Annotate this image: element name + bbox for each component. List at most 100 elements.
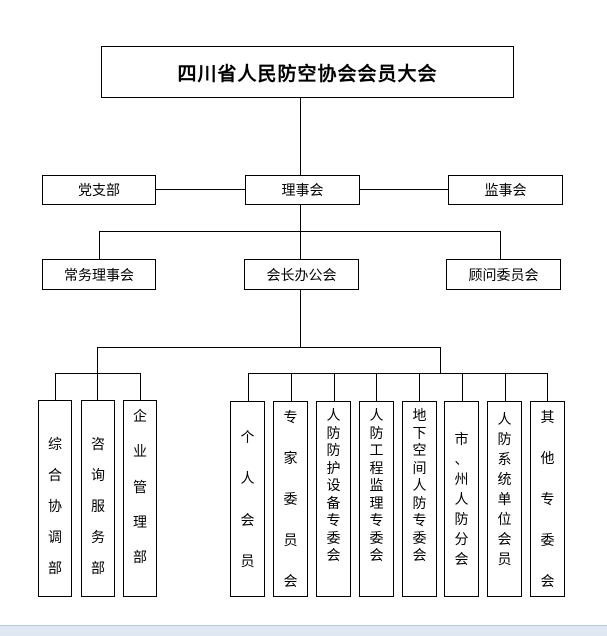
committee-3-char: 委 <box>326 530 341 547</box>
connector-party-to-council <box>155 189 246 190</box>
committee-8-char: 委 <box>540 533 555 549</box>
general-assembly-box: 四川省人民防空协会会员大会 <box>101 46 514 98</box>
committee-6-char: 防 <box>454 512 469 528</box>
committee-3-char: 会 <box>326 548 341 564</box>
connector-office-down <box>300 289 301 348</box>
party-branch-box: 党支部 <box>42 175 156 205</box>
committee-8-char: 他 <box>540 451 555 467</box>
left-drop-1 <box>55 373 56 401</box>
committee-3-char: 设 <box>326 478 341 494</box>
committee-1-char: 员 <box>240 553 255 570</box>
department-2-char: 部 <box>91 560 105 577</box>
committee-5-char: 专 <box>412 513 427 529</box>
president-office-label: 会长办公会 <box>266 267 337 284</box>
right-drop-4 <box>376 373 377 401</box>
department-1-char: 综 <box>48 436 62 453</box>
committee-3-char: 专 <box>326 513 341 529</box>
connector-to-right-group <box>440 347 441 373</box>
committee-5-char: 间 <box>412 460 427 477</box>
committee-4-char: 工 <box>369 443 384 459</box>
standing-council-label: 常务理事会 <box>64 267 134 284</box>
connector-top-to-council <box>300 97 301 175</box>
committee-3-char: 人 <box>326 408 341 424</box>
committee-7-char: 单 <box>497 492 512 508</box>
committee-4-char: 程 <box>369 460 384 477</box>
committee-5-char: 空 <box>412 443 427 459</box>
committee-2-char: 员 <box>283 533 298 549</box>
department-box-1: 综 合 协 调 部 <box>38 400 72 597</box>
department-3-char: 企 <box>133 409 147 425</box>
committee-6-char: 市 <box>454 432 469 448</box>
committee-7-char: 人 <box>497 412 512 428</box>
party-branch-label: 党支部 <box>78 183 120 199</box>
department-1-char: 协 <box>48 498 62 515</box>
committee-3-char: 防 <box>326 425 341 442</box>
right-drop-2 <box>291 373 292 401</box>
committee-7-char: 系 <box>497 452 512 468</box>
committee-4-char: 理 <box>369 495 384 512</box>
supervisory-board-box: 监事会 <box>448 175 563 205</box>
committee-4-char: 防 <box>369 425 384 442</box>
committee-8-char: 专 <box>540 492 555 508</box>
committee-2-char: 家 <box>283 451 298 467</box>
left-group-horizontal <box>55 373 141 374</box>
connector-row4-horizontal <box>97 347 441 348</box>
right-group-horizontal <box>248 373 548 374</box>
window-bottom-bar <box>0 625 607 636</box>
committee-box-3: 人 防 防 护 设 备 专 委 会 <box>316 401 351 597</box>
left-drop-3 <box>140 373 141 401</box>
committee-5-char: 会 <box>412 548 427 564</box>
council-box: 理事会 <box>245 175 360 205</box>
committee-5-char: 防 <box>412 495 427 512</box>
department-2-char: 服 <box>91 498 105 515</box>
connector-to-standing-council <box>99 231 100 259</box>
committee-3-char: 防 <box>326 443 341 459</box>
committee-4-char: 会 <box>369 548 384 564</box>
committee-3-char: 护 <box>326 460 341 477</box>
connector-council-to-supervisors <box>359 189 449 190</box>
committee-1-char: 人 <box>240 471 255 488</box>
committee-box-4: 人 防 工 程 监 理 专 委 会 <box>359 401 394 597</box>
right-drop-3 <box>334 373 335 401</box>
department-3-char: 管 <box>133 479 147 496</box>
supervisory-board-label: 监事会 <box>484 183 527 199</box>
committee-4-char: 委 <box>369 530 384 547</box>
left-drop-2 <box>97 373 98 401</box>
connector-council-down <box>300 204 301 232</box>
committee-5-char: 委 <box>412 530 427 547</box>
committee-5-char: 下 <box>412 425 427 442</box>
right-drop-7 <box>505 373 506 401</box>
committee-6-char: 会 <box>454 552 469 568</box>
president-office-box: 会长办公会 <box>244 259 359 290</box>
department-1-char: 合 <box>48 467 62 484</box>
right-drop-6 <box>462 373 463 401</box>
connector-to-left-group <box>97 347 98 373</box>
committee-box-1: 个 人 会 员 <box>230 401 265 597</box>
connector-to-advisory <box>500 231 501 259</box>
right-drop-8 <box>547 373 548 401</box>
department-3-char: 业 <box>133 444 147 461</box>
committee-box-6: 市 、 州 人 防 分 会 <box>444 401 479 597</box>
committee-1-char: 个 <box>240 430 255 446</box>
standing-council-box: 常务理事会 <box>42 259 156 290</box>
department-1-char: 部 <box>48 560 62 577</box>
committee-7-char: 员 <box>497 552 512 568</box>
committee-6-char: 、 <box>454 452 469 468</box>
committee-6-char: 人 <box>454 492 469 508</box>
council-label: 理事会 <box>281 183 324 199</box>
department-3-char: 部 <box>133 550 147 566</box>
committee-box-7: 人 防 系 统 单 位 会 员 <box>487 401 522 597</box>
committee-box-2: 专 家 委 员 会 <box>273 401 308 597</box>
committee-7-char: 会 <box>497 532 512 548</box>
department-2-char: 询 <box>91 467 105 484</box>
committee-box-8: 其 他 专 委 会 <box>530 401 565 597</box>
committee-5-char: 人 <box>412 478 427 494</box>
committee-7-char: 位 <box>497 512 512 528</box>
department-box-2: 咨 询 服 务 部 <box>81 400 115 597</box>
committee-6-char: 分 <box>454 532 469 548</box>
committee-6-char: 州 <box>454 472 469 488</box>
committee-5-char: 地 <box>412 408 427 424</box>
committee-4-char: 监 <box>369 478 384 494</box>
department-2-char: 务 <box>91 529 105 546</box>
committee-2-char: 会 <box>283 574 298 590</box>
